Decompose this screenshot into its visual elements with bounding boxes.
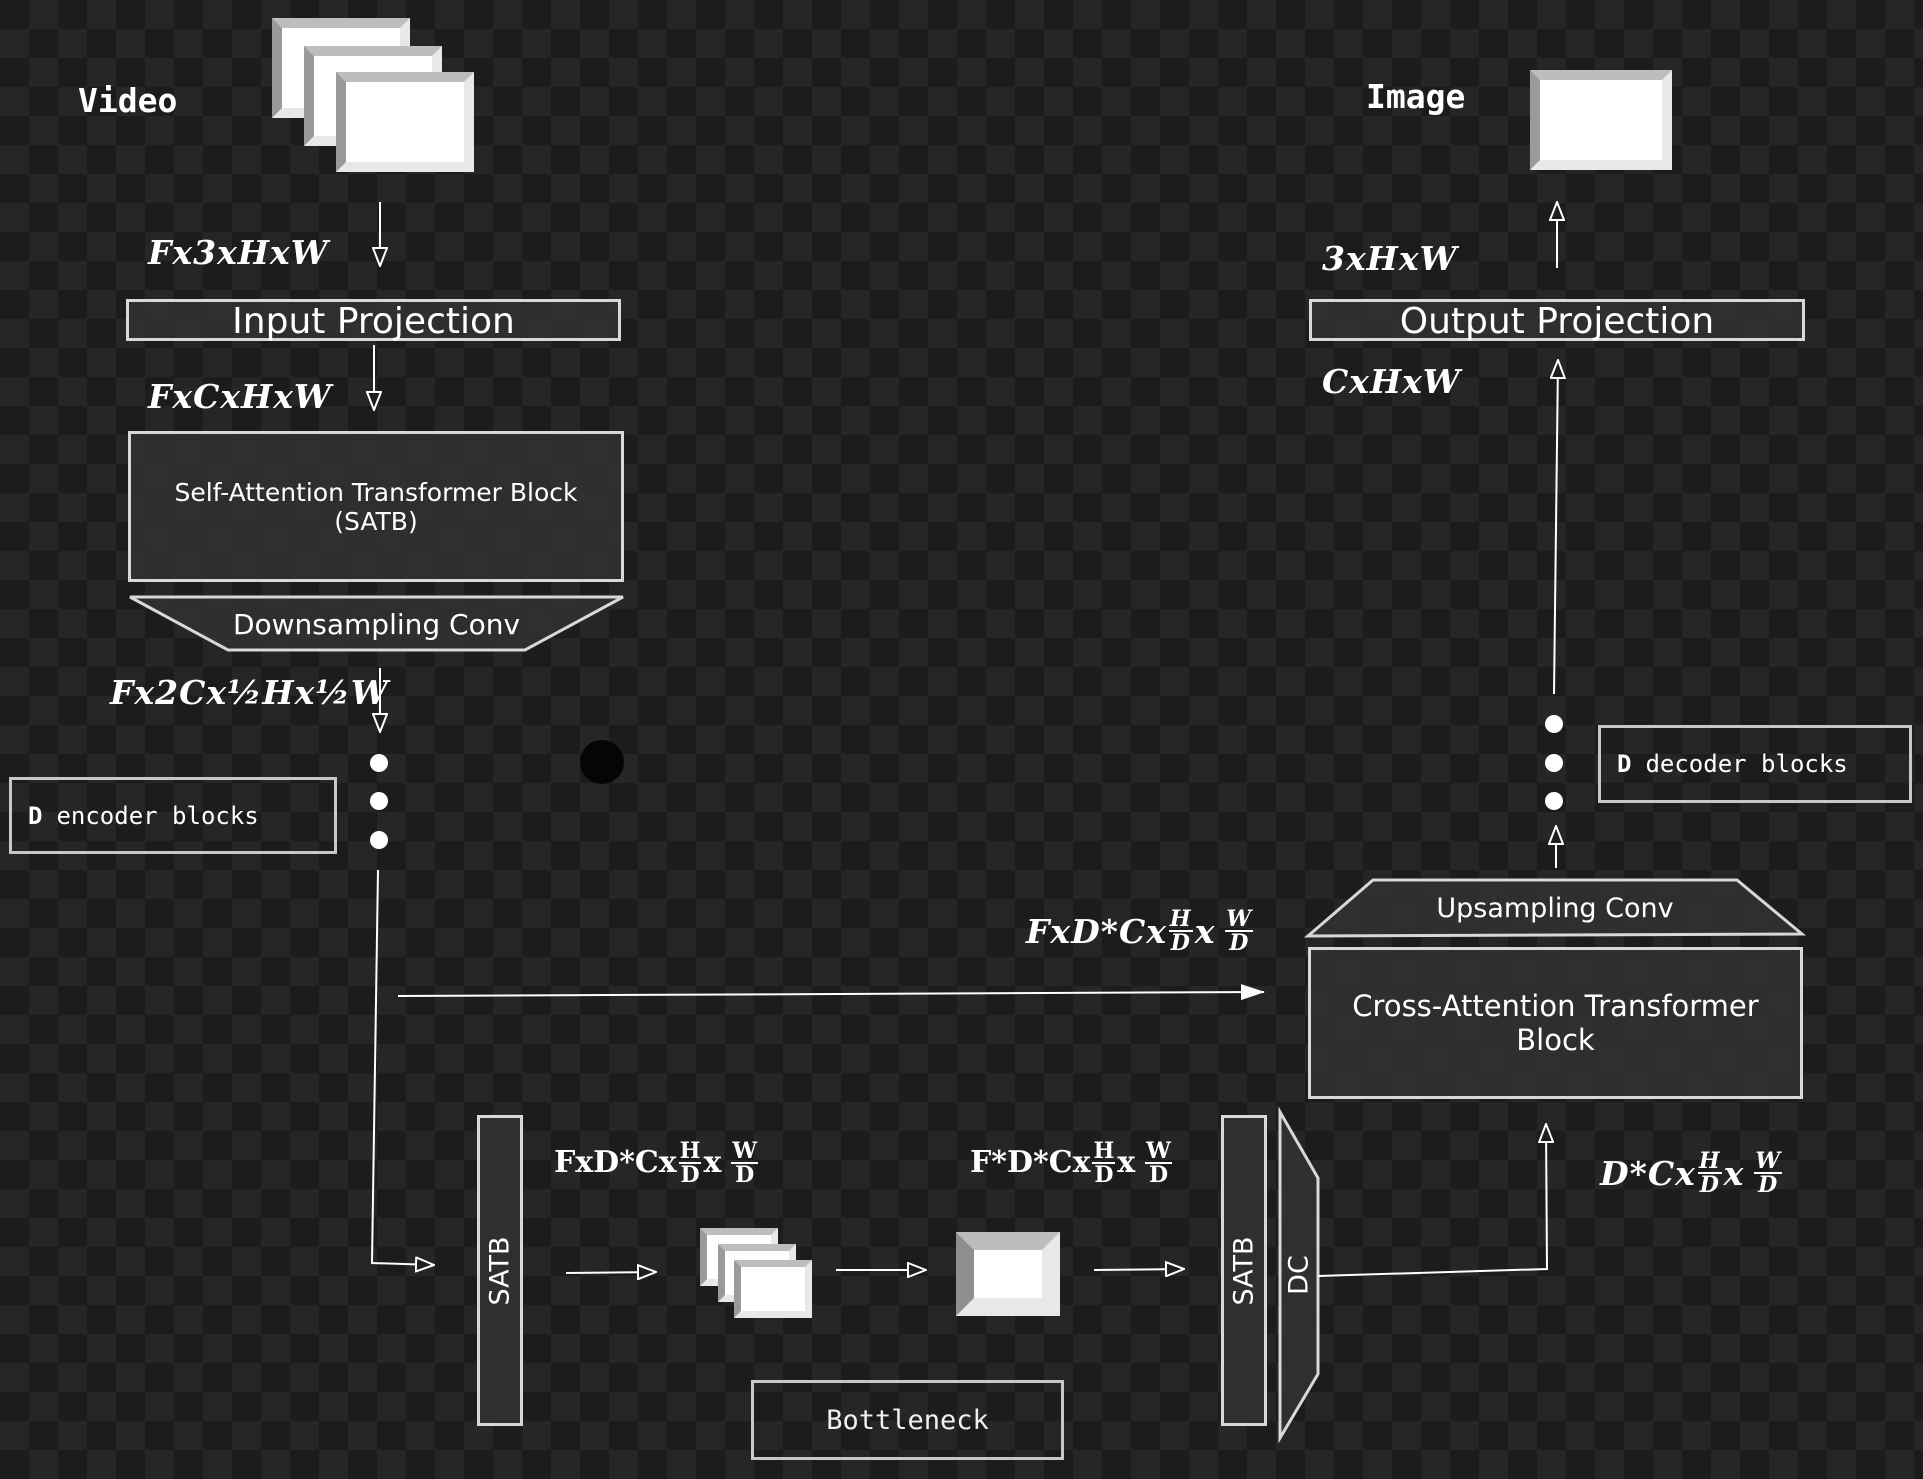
encoder-blocks-count: D <box>28 801 43 830</box>
downsampling-conv-label: Downsampling Conv <box>232 607 521 641</box>
bottleneck-out-fraction-h: H D <box>1697 1148 1722 1198</box>
bottleneck-out-times: x <box>1723 1153 1745 1193</box>
skip-fraction-w: W D <box>1225 906 1254 956</box>
input-dims-label: Fx3xHxW <box>148 233 329 272</box>
bottleneck-satb-right-label: SATB <box>1228 1235 1260 1306</box>
skip-times: x <box>1194 911 1216 951</box>
satb-label: Self-Attention Transformer Block (SATB) <box>174 477 578 536</box>
bottleneck-label: Bottleneck <box>826 1404 989 1436</box>
encoder-ellipsis-dot <box>370 792 388 810</box>
downsampling-conv-shape <box>129 595 624 652</box>
arrow-satb-to-frames <box>565 1272 656 1273</box>
output-dims-label: 3xHxW <box>1322 239 1458 278</box>
output-projection-label: Output Projection <box>1399 301 1715 342</box>
image-frame-icon <box>1530 70 1672 170</box>
bottleneck-satb-left-label: SATB <box>484 1235 516 1306</box>
bottleneck-satb-left-block: SATB <box>477 1115 523 1426</box>
video-frames-icon <box>272 18 474 172</box>
bottleneck-right-fraction-h: H D <box>1092 1138 1116 1188</box>
encoder-ellipsis-dot <box>370 831 388 849</box>
skip-fraction-h: H D <box>1168 906 1193 956</box>
bottleneck-dims-left-label: FxD*Cx H D x W D <box>554 1140 760 1186</box>
bottleneck-satb-right-block: SATB <box>1221 1115 1267 1426</box>
cross-attention-block: Cross-Attention Transformer Block <box>1308 947 1803 1099</box>
bottleneck-frames-icon <box>700 1228 812 1318</box>
arrow-bottleneck-to-catb <box>1317 1124 1547 1277</box>
cross-attention-label: Cross-Attention Transformer Block <box>1352 989 1759 1057</box>
dark-circle-marker <box>580 740 624 784</box>
bottleneck-right-fraction-w: W D <box>1145 1138 1172 1188</box>
downsampled-dims-label: Fx2Cx½Hx½W <box>110 673 389 712</box>
bottleneck-dims-right-label: F*D*Cx H D x W D <box>970 1140 1174 1186</box>
input-projection-block: Input Projection <box>126 299 621 341</box>
dc-label-box: DC <box>1280 1240 1318 1310</box>
bottleneck-out-dims-label: D*Cx H D x W D <box>1600 1150 1784 1196</box>
bottleneck-out-prefix: D*Cx <box>1600 1153 1696 1193</box>
downsampling-conv-label-box: Downsampling Conv <box>228 602 525 646</box>
skip-dims-prefix: FxD*Cx <box>1026 911 1167 951</box>
dc-label: DC <box>1283 1255 1315 1295</box>
upsampling-conv-shape <box>1303 878 1807 938</box>
bottleneck-image-icon <box>956 1232 1060 1316</box>
bottleneck-dims-left-prefix: FxD*Cx <box>554 1145 677 1180</box>
output-projection-block: Output Projection <box>1309 299 1805 341</box>
decoder-ellipsis-dot <box>1545 754 1563 772</box>
bottleneck-dims-right-prefix: F*D*Cx <box>970 1145 1091 1180</box>
encoder-ellipsis-dot <box>370 754 388 772</box>
decoder-ellipsis-dot <box>1545 715 1563 733</box>
arrow-image-to-satb <box>1093 1269 1184 1270</box>
arrow-to-output-projection <box>1554 360 1558 695</box>
projected-dims-label: FxCxHxW <box>148 377 332 416</box>
upsampling-conv-label-box: Upsampling Conv <box>1373 886 1737 930</box>
bottleneck-right-times: x <box>1117 1145 1136 1180</box>
skip-connection-dims-label: FxD*Cx H D x W D <box>1026 908 1255 954</box>
encoder-blocks-box: D encoder blocks <box>9 777 337 854</box>
bottleneck-left-times: x <box>703 1145 722 1180</box>
decoder-blocks-box: D decoder blocks <box>1598 725 1912 803</box>
image-label: Image <box>1366 77 1466 116</box>
arrow-skip-connection <box>397 984 1265 1001</box>
satb-block: Self-Attention Transformer Block (SATB) <box>128 431 624 582</box>
bottleneck-left-fraction-w: W D <box>731 1138 759 1188</box>
video-label: Video <box>78 81 178 120</box>
decoder-blocks-label: decoder blocks <box>1645 750 1848 778</box>
upsampling-conv-label: Upsampling Conv <box>1436 892 1674 924</box>
bottleneck-out-fraction-w: W D <box>1754 1148 1783 1198</box>
arrow-encoder-to-bottleneck <box>370 869 434 1265</box>
decoder-blocks-count: D <box>1617 750 1632 778</box>
pre-output-dims-label: CxHxW <box>1322 362 1461 401</box>
dc-shape <box>1278 1106 1320 1444</box>
decoder-ellipsis-dot <box>1545 792 1563 810</box>
bottleneck-label-box: Bottleneck <box>751 1380 1064 1460</box>
input-projection-label: Input Projection <box>232 301 515 342</box>
bottleneck-left-fraction-h: H D <box>678 1138 702 1188</box>
encoder-blocks-label: encoder blocks <box>56 801 259 830</box>
